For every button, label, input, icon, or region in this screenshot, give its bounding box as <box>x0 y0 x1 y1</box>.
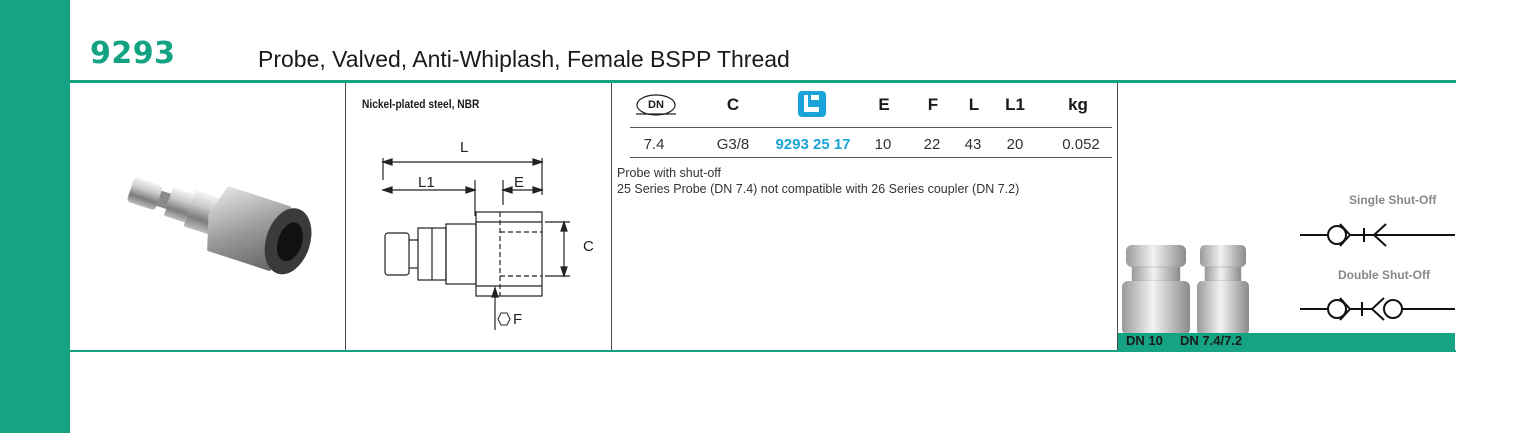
dim-label-c: C <box>583 238 594 255</box>
cell-kg: 0.052 <box>1062 136 1100 153</box>
dn-footer-band <box>1118 333 1455 352</box>
cell-e: 10 <box>874 136 892 153</box>
divider-photo <box>345 83 346 350</box>
divider-drawing <box>611 83 612 350</box>
dn-symbol-icon <box>636 94 676 116</box>
material-label: Nickel-plated steel, NBR <box>362 97 480 111</box>
side-color-bar <box>0 0 70 433</box>
col-header-c: C <box>726 95 740 114</box>
col-header-l1: L1 <box>1005 95 1025 114</box>
col-header-e: E <box>878 95 890 114</box>
single-shutoff-label: Single Shut-Off <box>1349 193 1437 207</box>
product-title: Probe, Valved, Anti-Whiplash, Female BSP… <box>258 46 790 72</box>
quick-coupling-logo-icon <box>798 91 826 117</box>
cell-l1: 20 <box>1006 136 1024 153</box>
col-header-f: F <box>927 95 939 114</box>
part-number: 9293 <box>90 36 176 71</box>
note-line-1: Probe with shut-off <box>617 166 721 180</box>
header-rule <box>70 80 1456 83</box>
cell-f: 22 <box>923 136 941 153</box>
profile-dn74-image <box>1197 245 1249 335</box>
cell-c: G3/8 <box>716 136 750 153</box>
dim-label-f: F <box>513 311 523 328</box>
footer-rule <box>70 350 1456 352</box>
dn-label-10: DN 10 <box>1126 333 1163 348</box>
single-shutoff-symbol-icon <box>1300 223 1455 247</box>
cell-l: 43 <box>964 136 982 153</box>
note-line-2: 25 Series Probe (DN 7.4) not compatible … <box>617 182 1020 196</box>
table-header-rule <box>630 127 1112 128</box>
double-shutoff-label: Double Shut-Off <box>1338 268 1430 282</box>
double-shutoff-symbol-icon <box>1300 297 1455 321</box>
cell-order-code: 9293 25 17 <box>775 136 851 153</box>
dn-label-74: DN 7.4/7.2 <box>1180 333 1243 348</box>
cell-dn: 7.4 <box>643 136 665 153</box>
dim-label-l: L <box>460 139 469 156</box>
dim-label-l1: L1 <box>418 174 435 191</box>
dim-label-e: E <box>514 174 525 191</box>
profile-dn10-image <box>1122 245 1190 335</box>
col-header-dn: DN <box>648 99 664 111</box>
col-header-l: L <box>968 95 980 114</box>
table-row-rule <box>630 157 1112 158</box>
product-photo <box>127 177 312 275</box>
col-header-kg: kg <box>1068 95 1088 114</box>
dimension-drawing <box>381 158 570 330</box>
divider-table <box>1117 83 1118 350</box>
